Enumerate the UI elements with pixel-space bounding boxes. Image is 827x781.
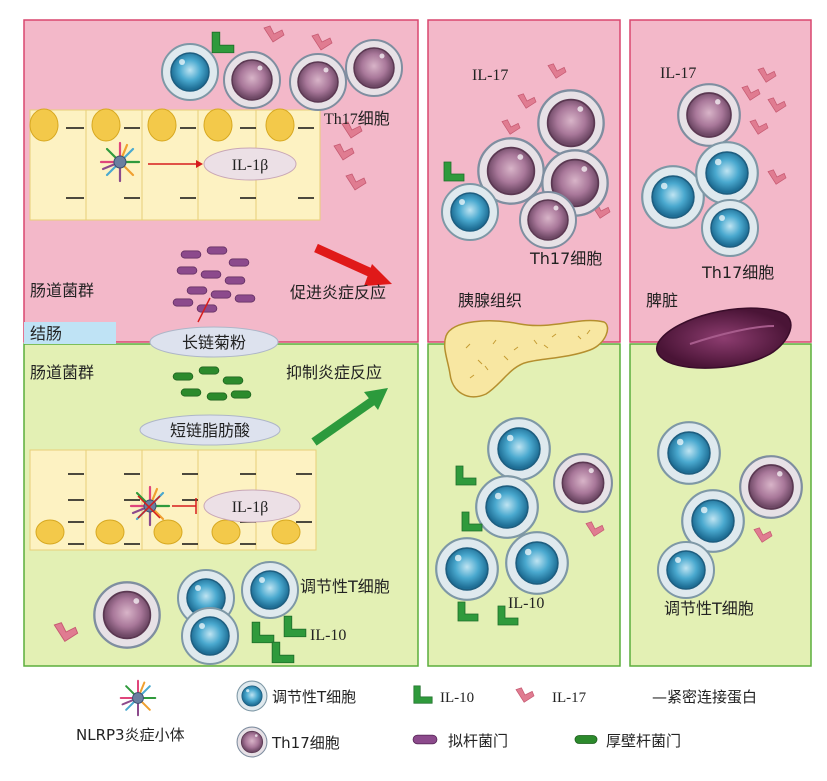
treg-colon-label: 调节性T细胞 <box>300 577 390 596</box>
il10-pancreas-label: IL-10 <box>508 595 544 612</box>
th17-cell-icon <box>538 90 603 155</box>
treg-cell-icon <box>658 422 720 484</box>
legend-nlrp3-label: NLRP3炎症小体 <box>76 726 185 744</box>
colon-epithelium-top: IL-1β <box>30 109 320 220</box>
treg-cell-icon <box>702 200 758 256</box>
promote-inflammation-label: 促进炎症反应 <box>290 283 386 302</box>
th17-pancreas-label: Th17细胞 <box>529 249 602 268</box>
treg-cell-icon <box>242 562 298 618</box>
colon-label: 结肠 <box>30 324 62 343</box>
legend-il10-label: IL-10 <box>440 690 474 706</box>
legend-treg-icon <box>237 681 267 711</box>
long-chain-inulin-label: 长链菊粉 <box>182 333 246 352</box>
legend-firmicutes-icon <box>575 736 597 744</box>
il10-colon-label: IL-10 <box>310 627 346 644</box>
treg-spleen-label: 调节性T细胞 <box>664 599 754 618</box>
legend-bacteroidetes-icon <box>413 735 437 744</box>
th17-cell-icon <box>346 40 402 96</box>
th17-cell-icon <box>224 52 280 108</box>
il1b-bottom-label: IL-1β <box>232 499 269 516</box>
legend-treg-label: 调节性T细胞 <box>272 688 356 706</box>
treg-cell-icon <box>182 608 238 664</box>
legend-bacteroidetes-label: 拟杆菌门 <box>448 732 508 750</box>
legend-firmicutes-label: 厚壁杆菌门 <box>606 732 681 750</box>
treg-cell-icon <box>162 44 218 100</box>
legend-il10-icon <box>414 686 432 703</box>
th17-cell-icon <box>94 582 159 647</box>
gut-flora-bottom-label: 肠道菌群 <box>30 363 94 382</box>
treg-cell-icon <box>442 184 498 240</box>
il1b-top-label: IL-1β <box>232 157 269 174</box>
pancreas-tissue-label: 胰腺组织 <box>458 291 522 310</box>
th17-spleen-label: Th17细胞 <box>701 263 774 282</box>
legend-th17-label: Th17细胞 <box>271 734 340 752</box>
gut-flora-top-label: 肠道菌群 <box>30 281 94 300</box>
th17-colon-label: Th17细胞 <box>324 110 390 128</box>
legend-tight-junction-label: —紧密连接蛋白 <box>652 688 757 706</box>
spleen-label: 脾脏 <box>646 291 678 310</box>
il17-spleen-label: IL-17 <box>660 65 696 82</box>
treg-cell-icon <box>506 532 568 594</box>
treg-cell-icon <box>476 476 538 538</box>
legend-il17-icon <box>516 688 534 702</box>
th17-cell-icon <box>520 192 576 248</box>
scfa-label: 短链脂肪酸 <box>170 421 250 440</box>
legend-nlrp3-icon <box>121 681 156 716</box>
colon-epithelium-bottom: IL-1β <box>30 450 316 550</box>
th17-cell-icon <box>678 84 740 146</box>
th17-cell-icon <box>554 454 612 512</box>
treg-cell-icon <box>696 142 758 204</box>
treg-cell-icon <box>436 538 498 600</box>
th17-cell-icon <box>290 54 346 110</box>
nlrp3-inflammasome-icon <box>101 143 139 181</box>
treg-cell-icon <box>488 418 550 480</box>
legend-th17-icon <box>237 727 267 757</box>
legend-il17-label: IL-17 <box>552 690 587 706</box>
inhibit-inflammation-label: 抑制炎症反应 <box>286 363 382 382</box>
treg-cell-icon <box>658 542 714 598</box>
th17-cell-icon <box>740 456 802 518</box>
treg-cell-icon <box>642 166 704 228</box>
il17-pancreas-label: IL-17 <box>472 67 508 84</box>
legend: NLRP3炎症小体 调节性T细胞 Th17细胞 IL-10 拟杆菌门 IL-17… <box>76 681 757 757</box>
